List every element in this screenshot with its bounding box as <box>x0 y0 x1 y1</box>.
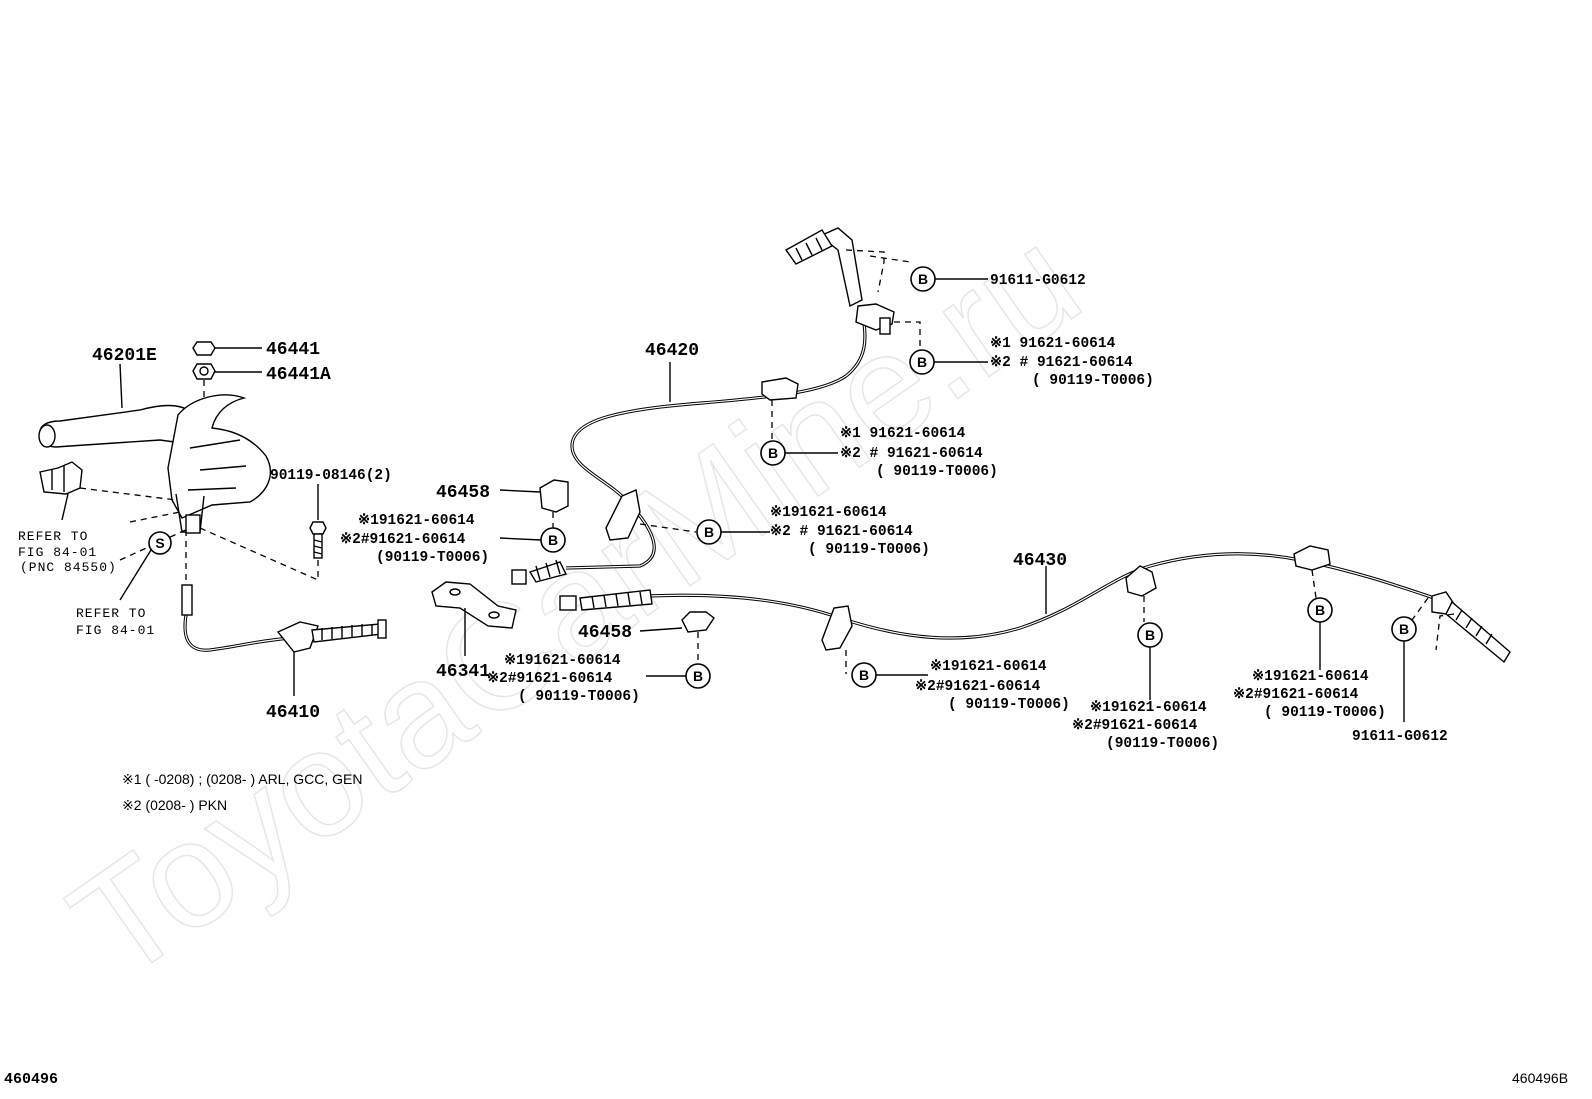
bracket-46341 <box>431 581 517 656</box>
label-46341: 46341 <box>436 662 490 682</box>
label-46441A: 46441A <box>266 365 331 385</box>
callout-b-46420-mid: B <box>760 440 838 466</box>
bolt-90119 <box>309 484 327 559</box>
callout-text-46430-mid: ※191621-60614 ※2#91621-60614 (90119-T000… <box>1072 699 1219 752</box>
svg-text:(90119-T0006): (90119-T0006) <box>1106 736 1219 752</box>
callout-b-rear-end: B <box>1391 616 1417 722</box>
svg-text:B: B <box>768 445 778 461</box>
svg-text:( 90119-T0006): ( 90119-T0006) <box>876 464 998 480</box>
svg-text:※1 91621-60614: ※1 91621-60614 <box>990 335 1116 352</box>
svg-text:( 90119-T0006): ( 90119-T0006) <box>518 689 640 705</box>
svg-text:B: B <box>859 667 869 683</box>
clip-46458-upper <box>499 479 569 528</box>
svg-text:※191621-60614: ※191621-60614 <box>1090 699 1207 716</box>
callout-b-46458-lower: B <box>646 663 711 689</box>
label-46430: 46430 <box>1013 551 1067 571</box>
svg-text:REFER TO: REFER TO <box>76 606 146 621</box>
svg-text:※191621-60614: ※191621-60614 <box>504 652 621 669</box>
svg-text:(PNC 84550): (PNC 84550) <box>20 560 117 575</box>
svg-text:FIG 84-01: FIG 84-01 <box>76 623 155 638</box>
label-46201E: 46201E <box>92 346 157 366</box>
svg-text:※2#91621-60614: ※2#91621-60614 <box>340 531 466 548</box>
callout-text-46430-right: ※191621-60614 ※2#91621-60614 ( 90119-T00… <box>1233 668 1386 721</box>
svg-text:※2 # 91621-60614: ※2 # 91621-60614 <box>990 354 1133 371</box>
refer-to-switch: REFER TO FIG 84-01 (PNC 84550) <box>18 529 117 575</box>
callout-text-46430-left: ※191621-60614 ※2#91621-60614 ( 90119-T00… <box>915 658 1070 713</box>
note-1: ※1 ( -0208) ; (0208- ) ARL, GCC, GEN <box>122 771 362 787</box>
callout-b-46430-mid: B <box>1137 622 1163 700</box>
svg-text:B: B <box>917 354 927 370</box>
label-bolt-90119: 90119-08146(2) <box>270 468 392 484</box>
svg-text:( 90119-T0006): ( 90119-T0006) <box>948 697 1070 713</box>
note-2: ※2 (0208- ) PKN <box>122 797 227 813</box>
callout-text-46458-upper: ※191621-60614 ※2#91621-60614 (90119-T000… <box>340 512 489 566</box>
callout-b-46430-right: B <box>1307 597 1333 670</box>
clip-46458-lower <box>639 611 715 662</box>
svg-text:( 90119-T0006): ( 90119-T0006) <box>1264 705 1386 721</box>
callout-text-top-right: ※1 91621-60614 ※2 # 91621-60614 ( 90119-… <box>990 335 1154 389</box>
cable-46430 <box>559 545 1511 674</box>
callout-b-top-right: B <box>869 255 988 292</box>
label-46420: 46420 <box>645 341 699 361</box>
callout-text-46420-mid: ※1 91621-60614 ※2 # 91621-60614 ( 90119-… <box>840 425 998 480</box>
svg-text:※2#91621-60614: ※2#91621-60614 <box>915 678 1041 695</box>
brake-lever-assembly <box>38 341 319 581</box>
callout-b-46420-low: B <box>696 519 770 545</box>
svg-text:( 90119-T0006): ( 90119-T0006) <box>1032 373 1154 389</box>
svg-text:B: B <box>704 524 714 540</box>
svg-text:※191621-60614: ※191621-60614 <box>930 658 1047 675</box>
refer-to-cable: REFER TO FIG 84-01 <box>76 606 155 638</box>
svg-text:※2#91621-60614: ※2#91621-60614 <box>1072 717 1198 734</box>
svg-text:※191621-60614: ※191621-60614 <box>1252 668 1369 685</box>
callout-text-46420-low: ※191621-60614 ※2 # 91621-60614 ( 90119-T… <box>770 504 930 558</box>
label-91611-bottom: 91611-G0612 <box>1352 729 1448 745</box>
svg-text:※2#91621-60614: ※2#91621-60614 <box>1233 686 1359 703</box>
svg-text:※191621-60614: ※191621-60614 <box>358 512 475 529</box>
svg-text:※2 # 91621-60614: ※2 # 91621-60614 <box>770 523 913 540</box>
svg-text:B: B <box>1399 621 1409 637</box>
callout-b-46430-left: B <box>851 662 928 688</box>
svg-text:※2 # 91621-60614: ※2 # 91621-60614 <box>840 445 983 462</box>
label-46410: 46410 <box>266 703 320 723</box>
svg-text:※1 91621-60614: ※1 91621-60614 <box>840 425 966 442</box>
label-46441: 46441 <box>266 340 320 360</box>
svg-text:FIG 84-01: FIG 84-01 <box>18 545 97 560</box>
svg-text:B: B <box>918 271 928 287</box>
svg-text:B: B <box>548 532 558 548</box>
callout-b-top-right-2: B <box>909 349 988 375</box>
label-46458-lower: 46458 <box>578 623 632 643</box>
svg-text:B: B <box>1315 602 1325 618</box>
label-91611-top: 91611-G0612 <box>990 273 1086 289</box>
callout-text-46458-lower: ※191621-60614 ※2#91621-60614 ( 90119-T00… <box>487 652 640 705</box>
svg-text:※191621-60614: ※191621-60614 <box>770 504 887 521</box>
front-cable-46410 <box>181 584 387 696</box>
svg-text:B: B <box>1145 627 1155 643</box>
svg-text:(90119-T0006): (90119-T0006) <box>376 550 489 566</box>
cable-46420 <box>511 227 921 585</box>
label-46458-upper: 46458 <box>436 483 490 503</box>
callout-s: S <box>119 531 172 601</box>
svg-text:※2#91621-60614: ※2#91621-60614 <box>487 670 613 687</box>
svg-text:REFER TO: REFER TO <box>18 529 88 544</box>
svg-text:S: S <box>155 535 164 551</box>
figure-id-left: 460496 <box>4 1071 58 1088</box>
callout-b-46458-upper: B <box>499 527 566 553</box>
svg-text:B: B <box>693 668 703 684</box>
svg-text:( 90119-T0006): ( 90119-T0006) <box>808 542 930 558</box>
figure-id-right: 460496B <box>1512 1070 1568 1086</box>
